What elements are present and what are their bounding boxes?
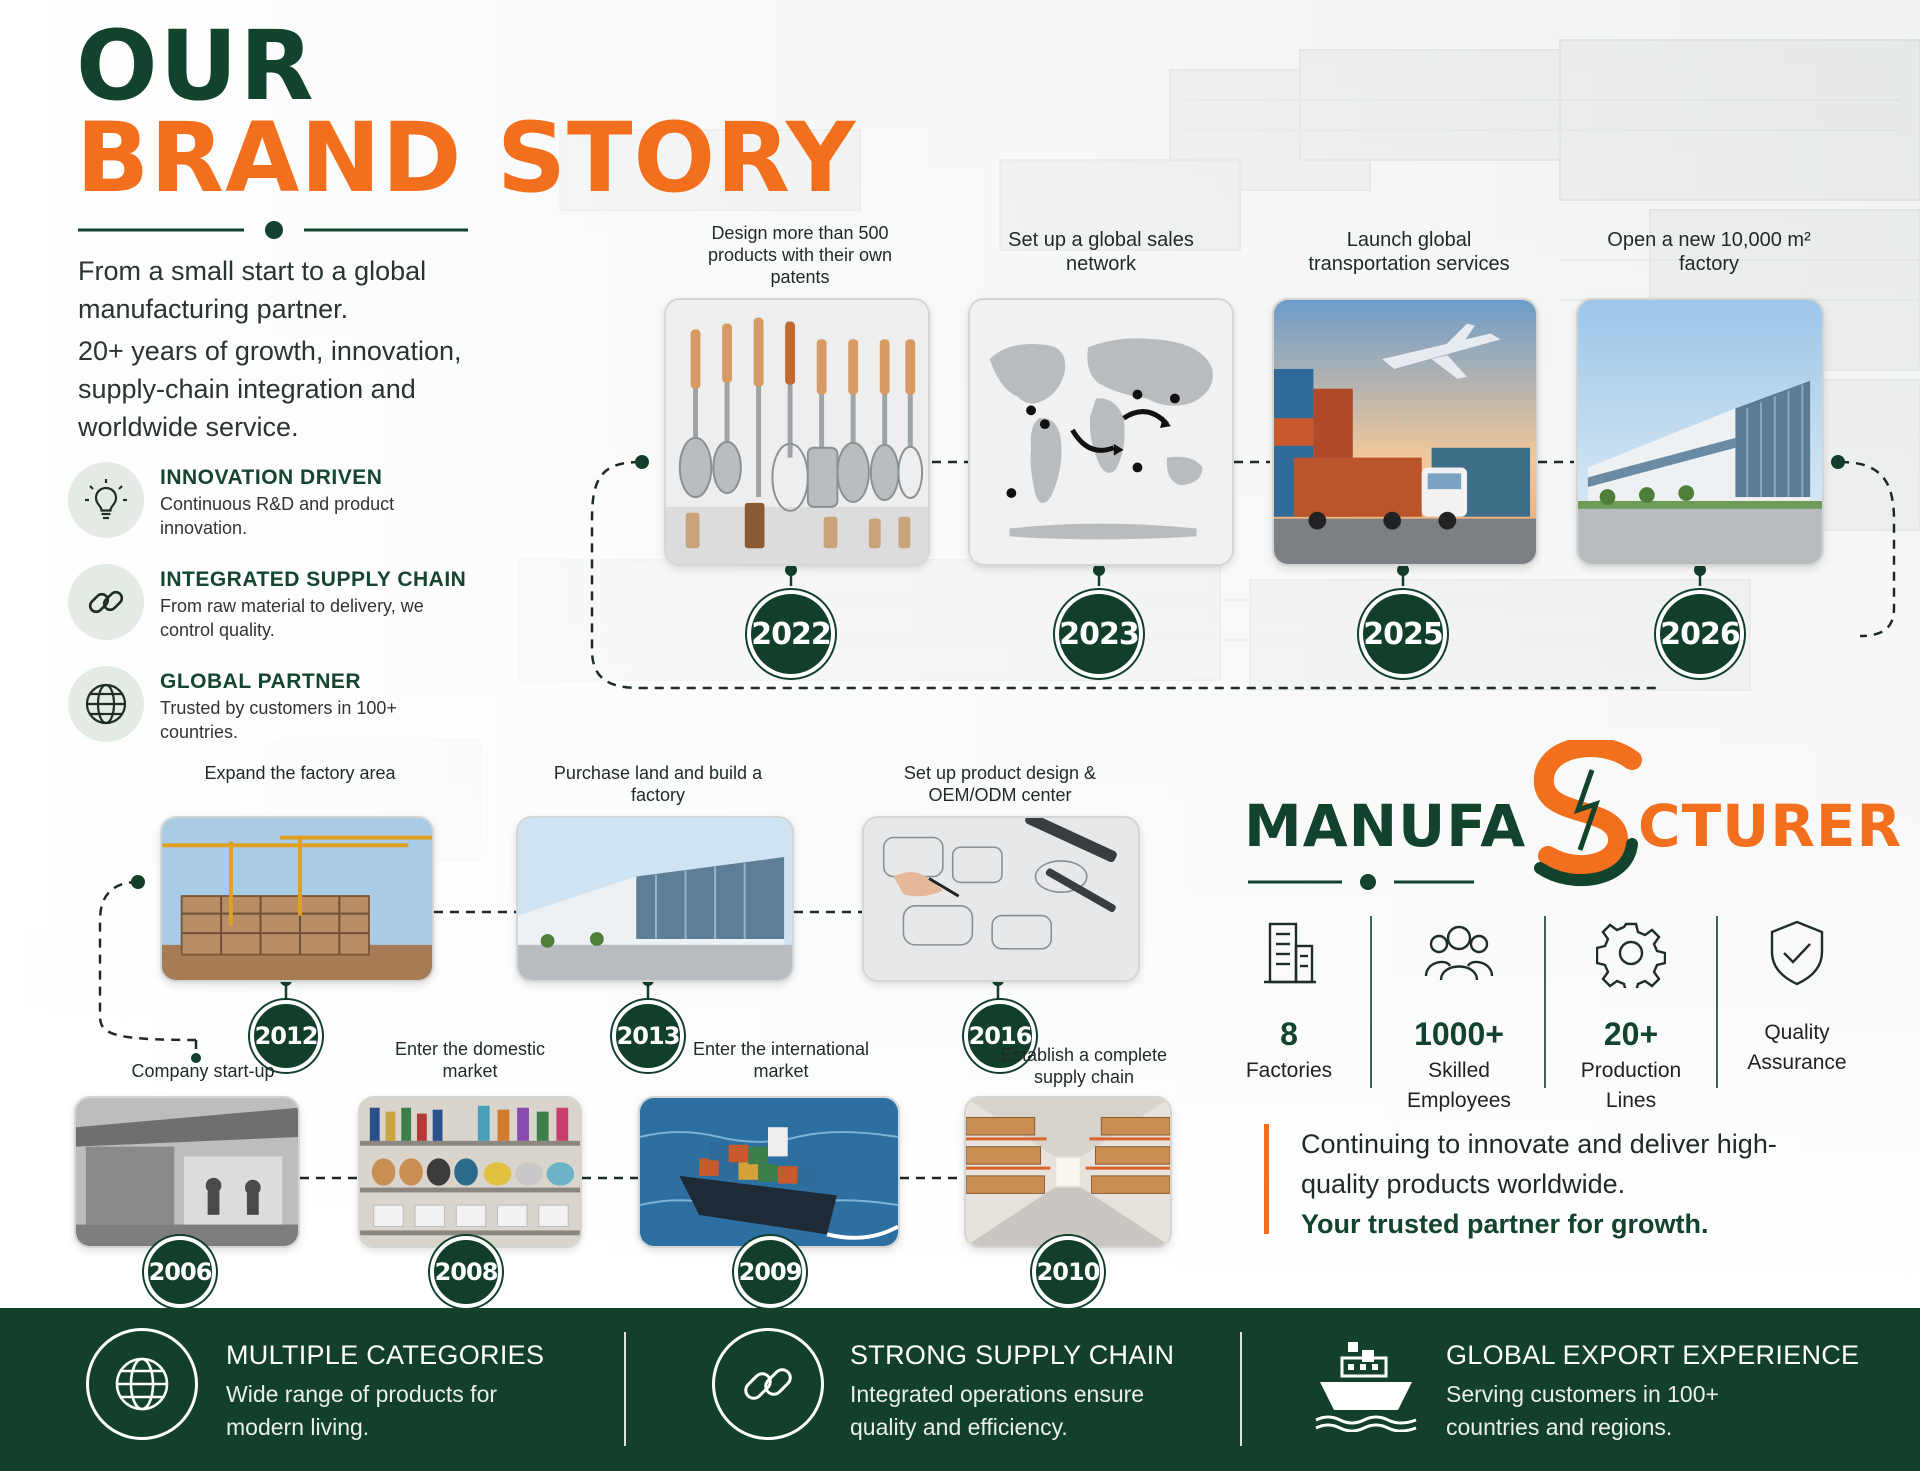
intro-line-1: From a small start to a global manufactu… xyxy=(78,256,427,324)
closing-text: Continuing to innovate and deliver high-… xyxy=(1301,1129,1777,1199)
chain-link-icon xyxy=(68,564,144,640)
footer-strong-supply-chain: STRONG SUPPLY CHAIN Integrated operation… xyxy=(712,1308,1232,1471)
cargo-ship-icon xyxy=(1315,1342,1417,1432)
timeline-caption-2016: Set up product design & OEM/ODM center xyxy=(903,763,1097,805)
intro-line-2: 20+ years of growth, innovation, supply-… xyxy=(78,336,462,442)
stat-separator xyxy=(1716,916,1718,1088)
timeline-caption-2009: Enter the international market xyxy=(692,1039,870,1081)
footer-desc: Serving customers in 100+ countries and … xyxy=(1446,1381,1719,1440)
year-badge-2026: 2026 xyxy=(1656,590,1744,678)
intro-text: From a small start to a global manufactu… xyxy=(78,252,498,450)
stat-factories: 8 Factories xyxy=(1204,918,1374,1098)
stat-separator xyxy=(1370,916,1372,1088)
feature-title: INNOVATION DRIVEN xyxy=(160,466,383,489)
feature-desc: From raw material to delivery, we contro… xyxy=(160,596,424,640)
title-brand-story: BRAND STORY xyxy=(76,102,857,214)
feature-supply-chain: INTEGRATED SUPPLY CHAIN From raw materia… xyxy=(68,564,488,646)
timeline-caption-2012: Expand the factory area xyxy=(204,763,396,783)
stat-label: Production Lines xyxy=(1580,1059,1682,1112)
feature-desc: Trusted by customers in 100+ countries. xyxy=(160,698,397,742)
timeline-image-warehouse xyxy=(964,1096,1172,1248)
timeline-image-world-map xyxy=(968,298,1234,566)
year-badge-2010: 2010 xyxy=(1032,1236,1104,1308)
stat-production-lines: 20+ Production Lines xyxy=(1546,918,1716,1112)
timeline-image-store-shelves xyxy=(358,1096,582,1248)
year-badge-2023: 2023 xyxy=(1055,590,1143,678)
stat-label: Skilled Employees xyxy=(1407,1059,1511,1112)
timeline-caption-2026: Open a new 10,000 m² factory xyxy=(1607,229,1811,275)
feature-title: INTEGRATED SUPPLY CHAIN xyxy=(160,568,467,591)
footer-global-export: GLOBAL EXPORT EXPERIENCE Serving custome… xyxy=(1314,1308,1874,1471)
closing-statement: Continuing to innovate and deliver high-… xyxy=(1264,1124,1794,1239)
footer-title: GLOBAL EXPORT EXPERIENCE xyxy=(1446,1340,1860,1370)
timeline-caption-2025: Launch global transportation services xyxy=(1308,229,1510,275)
timeline-caption-2008: Enter the domestic market xyxy=(394,1039,546,1081)
title-our: OUR xyxy=(76,10,316,122)
timeline-caption-2013: Purchase land and build a factory xyxy=(553,763,763,805)
year-badge-2012: 2012 xyxy=(250,1000,322,1072)
globe-icon xyxy=(86,1328,198,1440)
timeline-image-construction-site xyxy=(160,816,434,982)
timeline-caption-2010: Establish a complete supply chain xyxy=(1000,1045,1168,1087)
stat-number: 1000+ xyxy=(1414,1016,1504,1052)
stat-employees: 1000+ Skilled Employees xyxy=(1374,918,1544,1112)
lightbulb-icon xyxy=(68,462,144,538)
year-badge-2016: 2016 xyxy=(964,1000,1036,1072)
closing-tagline: Your trusted partner for growth. xyxy=(1301,1209,1709,1239)
year-badge-2008: 2008 xyxy=(430,1236,502,1308)
timeline-image-modern-factory xyxy=(1576,298,1824,566)
footer-title: STRONG SUPPLY CHAIN xyxy=(850,1340,1175,1370)
year-badge-2006: 2006 xyxy=(144,1236,216,1308)
timeline-image-plane-truck xyxy=(1272,298,1538,566)
timeline-image-kitchen-utensils xyxy=(664,298,930,566)
title-divider xyxy=(78,221,468,239)
footer-multiple-categories: MULTIPLE CATEGORIES Wide range of produc… xyxy=(86,1308,606,1471)
stat-number: 20+ xyxy=(1603,1016,1659,1052)
year-badge-2025: 2025 xyxy=(1359,590,1447,678)
people-icon xyxy=(1424,925,1494,981)
gear-icon xyxy=(1596,922,1666,988)
stat-label: Quality Assurance xyxy=(1747,1021,1847,1074)
footer-separator xyxy=(1240,1332,1242,1446)
timeline-image-small-workshop xyxy=(74,1096,300,1248)
chain-link-icon xyxy=(712,1328,824,1440)
feature-global-partner: GLOBAL PARTNER Trusted by customers in 1… xyxy=(68,666,488,748)
feature-desc: Continuous R&D and product innovation. xyxy=(160,494,395,538)
feature-title: GLOBAL PARTNER xyxy=(160,670,362,693)
year-badge-2009: 2009 xyxy=(734,1236,806,1308)
stat-label: Factories xyxy=(1245,1059,1333,1082)
stat-number: 8 xyxy=(1280,1016,1298,1052)
building-icon xyxy=(1264,922,1316,984)
footer-desc: Wide range of products for modern living… xyxy=(226,1381,498,1440)
footer-separator xyxy=(624,1332,626,1446)
globe-icon xyxy=(68,666,144,742)
year-badge-2013: 2013 xyxy=(612,1000,684,1072)
footer-desc: Integrated operations ensure quality and… xyxy=(850,1381,1145,1440)
timeline-image-glass-factory xyxy=(516,816,794,982)
timeline-image-design-sketch xyxy=(862,816,1140,982)
year-badge-2022: 2022 xyxy=(747,590,835,678)
shield-check-icon xyxy=(1770,920,1824,986)
timeline-caption-2022: Design more than 500 products with their… xyxy=(707,223,893,287)
stat-quality: Quality Assurance xyxy=(1712,918,1882,1098)
footer-title: MULTIPLE CATEGORIES xyxy=(226,1340,545,1370)
footer-band: MULTIPLE CATEGORIES Wide range of produc… xyxy=(0,1308,1920,1471)
timeline-caption-2006: Company start-up xyxy=(131,1061,275,1081)
s-swoosh-logo xyxy=(1533,740,1642,886)
feature-innovation: INNOVATION DRIVEN Continuous R&D and pro… xyxy=(68,462,488,544)
brand-name-right: CTURER xyxy=(1638,792,1903,860)
stat-separator xyxy=(1544,916,1546,1088)
brand-divider xyxy=(1248,874,1474,890)
brand-name-left: MANUFA xyxy=(1244,792,1527,860)
timeline-caption-2023: Set up a global sales network xyxy=(1008,229,1194,275)
timeline-image-container-ship xyxy=(638,1096,900,1248)
